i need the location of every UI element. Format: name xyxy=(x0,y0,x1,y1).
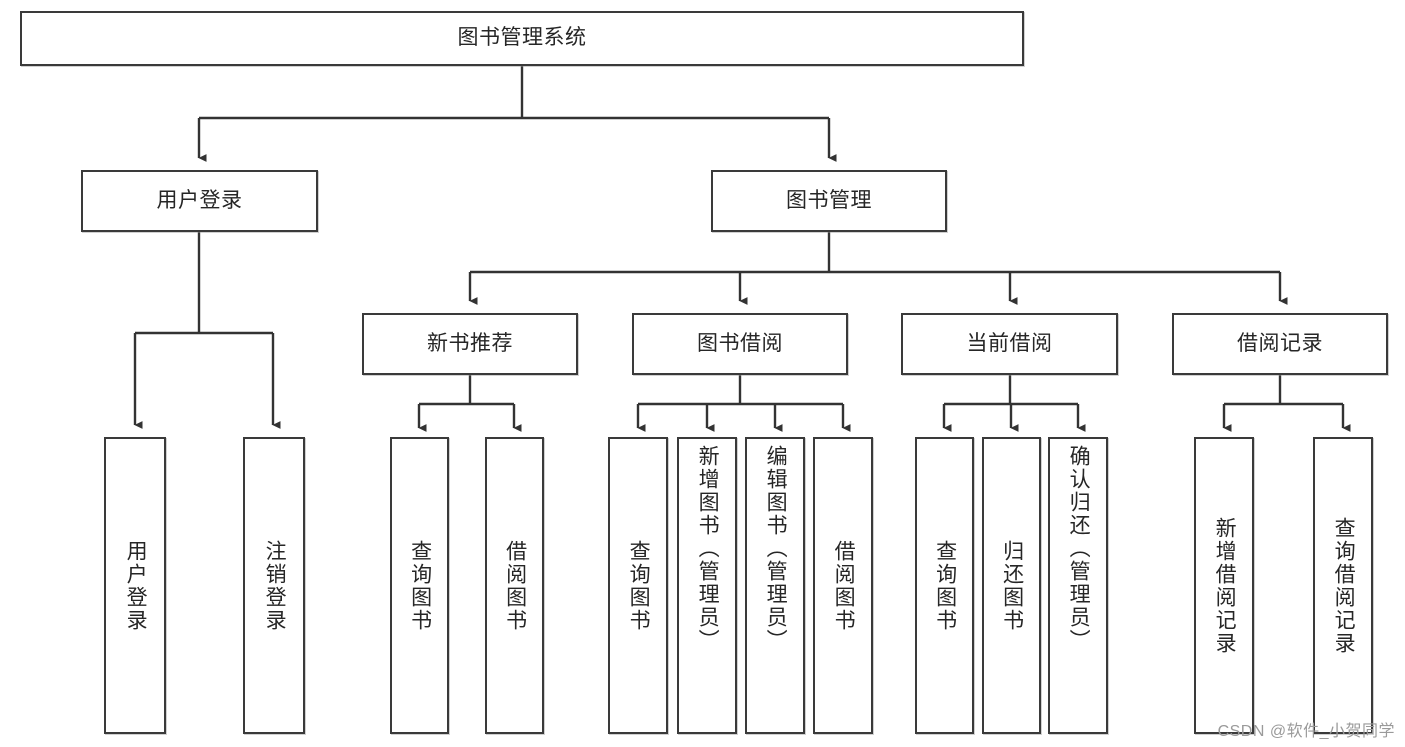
leaf-current-borrow-confirm-return-admin[interactable]: 确认归还（管理员） xyxy=(1048,437,1108,734)
leaf-borrow-record-add-record[interactable]: 新增借阅记录 xyxy=(1194,437,1254,734)
node-book-borrow[interactable]: 图书借阅 xyxy=(632,313,848,375)
leaf-current-borrow-return-book[interactable]: 归还图书 xyxy=(982,437,1041,734)
watermark: CSDN @软件_小贺同学 xyxy=(1217,723,1395,740)
node-label: 确认归还（管理员） xyxy=(1067,445,1091,652)
leaf-new-book-borrow-book[interactable]: 借阅图书 xyxy=(485,437,544,734)
node-new-book-recommend[interactable]: 新书推荐 xyxy=(362,313,578,375)
node-label: 归还图书 xyxy=(1000,539,1024,632)
node-book-management[interactable]: 图书管理 xyxy=(711,170,947,232)
node-label: 编辑图书（管理员） xyxy=(764,445,788,652)
node-label: 图书管理 xyxy=(786,188,872,212)
node-borrow-record[interactable]: 借阅记录 xyxy=(1172,313,1388,375)
node-label: 图书管理系统 xyxy=(457,26,587,50)
leaf-borrow-record-query-record[interactable]: 查询借阅记录 xyxy=(1313,437,1373,734)
leaf-current-borrow-query-book[interactable]: 查询图书 xyxy=(915,437,974,734)
node-label: 用户登录 xyxy=(156,188,243,212)
node-label: 查询图书 xyxy=(627,539,651,632)
node-label: 图书借阅 xyxy=(697,331,783,355)
node-user-login[interactable]: 用户登录 xyxy=(81,170,318,232)
node-label: 查询借阅记录 xyxy=(1332,516,1356,655)
leaf-user-login-login[interactable]: 用户登录 xyxy=(104,437,166,734)
node-label: 借阅图书 xyxy=(832,539,856,632)
node-label: 借阅图书 xyxy=(503,539,527,632)
node-label: 新增图书（管理员） xyxy=(696,445,720,652)
leaf-book-borrow-query-book[interactable]: 查询图书 xyxy=(608,437,668,734)
leaf-new-book-query-book[interactable]: 查询图书 xyxy=(390,437,449,734)
leaf-book-borrow-add-book-admin[interactable]: 新增图书（管理员） xyxy=(677,437,737,734)
node-label: 查询图书 xyxy=(408,539,432,632)
node-label: 当前借阅 xyxy=(966,331,1053,355)
node-label: 新增借阅记录 xyxy=(1213,516,1237,655)
node-label: 新书推荐 xyxy=(427,331,513,355)
leaf-book-borrow-edit-book-admin[interactable]: 编辑图书（管理员） xyxy=(745,437,805,734)
node-label: 用户登录 xyxy=(124,539,148,632)
node-label: 查询图书 xyxy=(933,539,957,632)
node-root-library-management-system[interactable]: 图书管理系统 xyxy=(20,11,1024,66)
node-label: 借阅记录 xyxy=(1237,331,1323,355)
leaf-book-borrow-borrow-book[interactable]: 借阅图书 xyxy=(813,437,873,734)
node-label: 注销登录 xyxy=(263,539,287,632)
node-current-borrow[interactable]: 当前借阅 xyxy=(901,313,1118,375)
leaf-user-login-logout[interactable]: 注销登录 xyxy=(243,437,305,734)
